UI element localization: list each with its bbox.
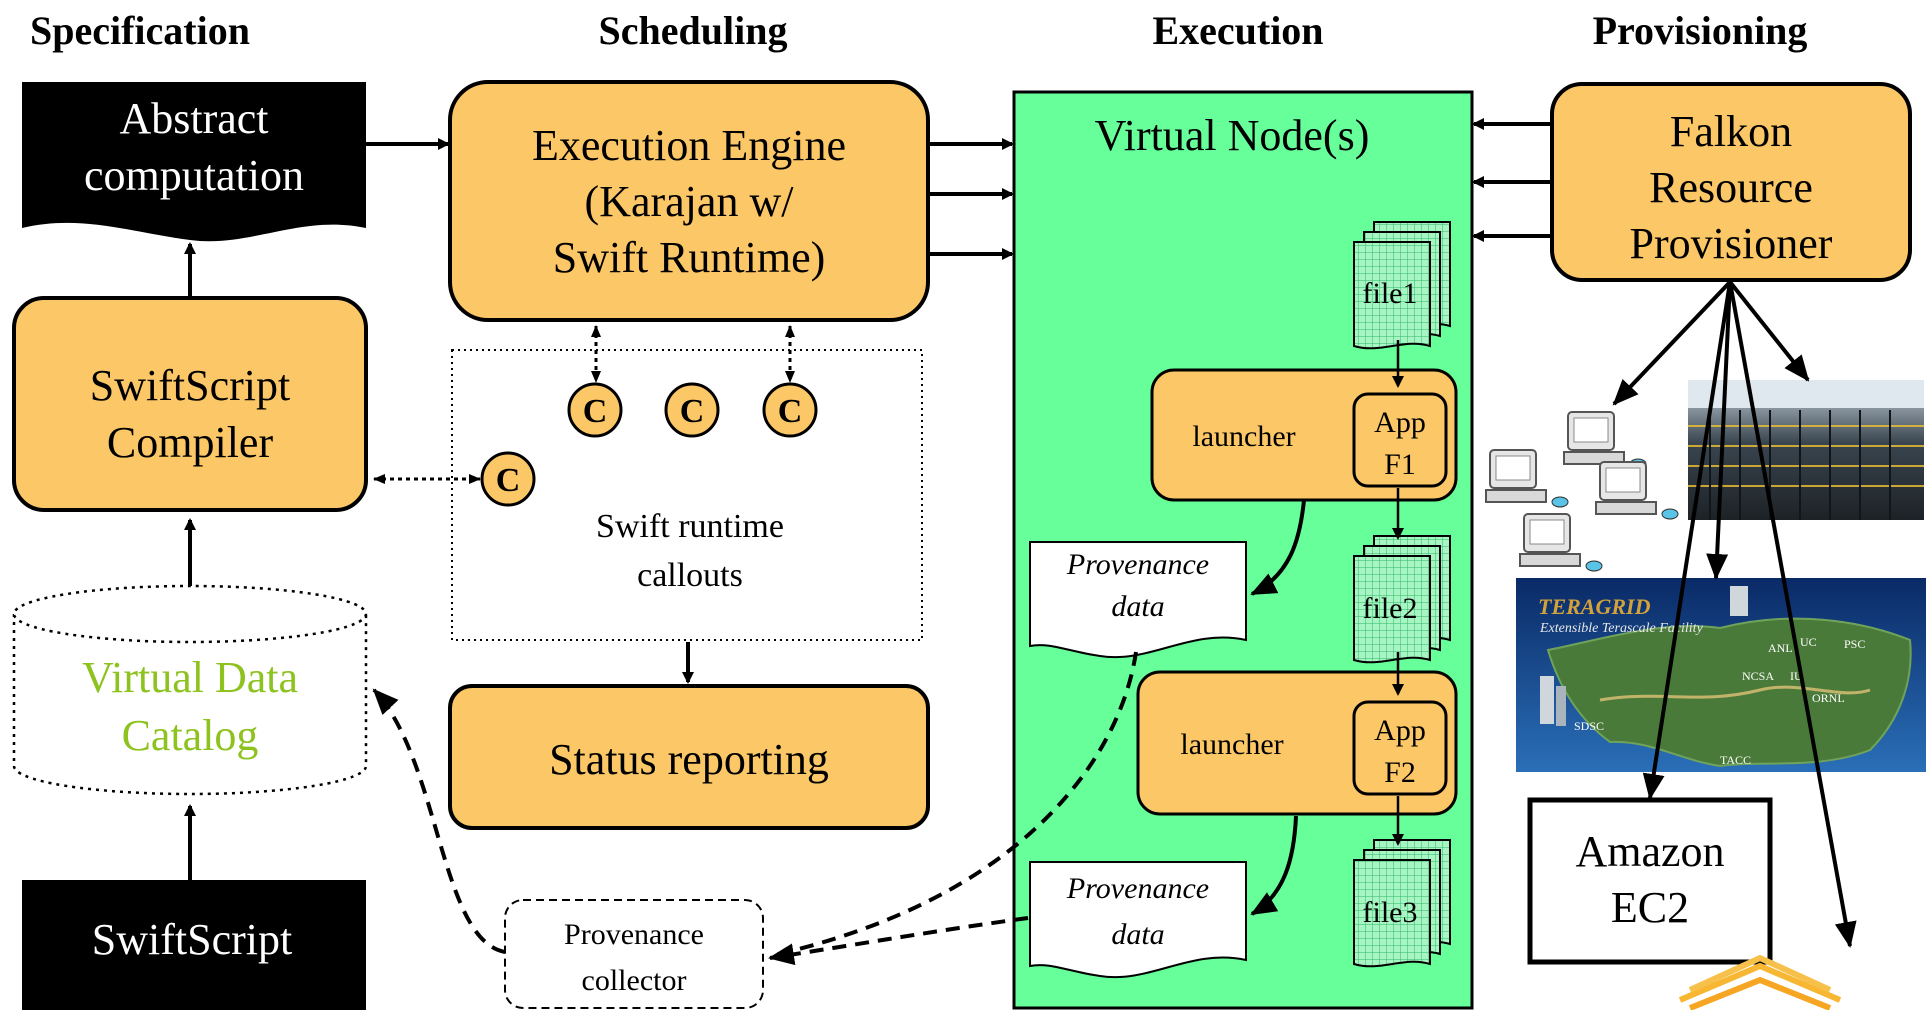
file2-stack: file2 (1353, 535, 1451, 664)
amazon-line2: EC2 (1611, 883, 1689, 932)
header-scheduling: Scheduling (599, 8, 788, 53)
compiler-line2: Compiler (107, 418, 274, 467)
callout-c-2: C (664, 382, 720, 438)
app-f1-box (1352, 392, 1448, 488)
abstract-line2: computation (84, 151, 304, 200)
header-provisioning: Provisioning (1593, 8, 1808, 53)
execution-engine-box: Execution Engine (Karajan w/ Swift Runti… (448, 80, 930, 322)
svg-text:C: C (778, 393, 803, 430)
status-reporting-box: Status reporting (448, 684, 930, 830)
site-ncsa: NCSA (1742, 669, 1774, 683)
file3-label: file3 (1363, 896, 1418, 929)
abstract-computation-doc: Abstract computation (22, 82, 366, 242)
callout-c-1: C (567, 382, 623, 438)
launcher2-to-provenance-arrow (1250, 815, 1298, 916)
falkon-to-amazon-arrow (1642, 281, 1732, 800)
virtual-node-title: Virtual Node(s) (1095, 111, 1370, 160)
site-anl: ANL (1768, 641, 1793, 655)
status-label: Status reporting (549, 735, 829, 784)
collector-to-catalog-arrow (372, 688, 506, 954)
workstation-cluster-image (1485, 411, 1679, 572)
site-psc: PSC (1844, 637, 1865, 651)
falkon-line3: Provisioner (1630, 219, 1833, 268)
falkon-to-datacenter-arrow (1728, 280, 1810, 382)
site-tacc: TACC (1720, 753, 1751, 767)
abstract-line1: Abstract (119, 94, 268, 143)
launcher-1-label: launcher (1192, 420, 1295, 453)
svg-text:C: C (680, 393, 705, 430)
provenance-data-doc-2: Provenance data (1029, 861, 1247, 979)
swiftscript-doc: SwiftScript (22, 880, 366, 1010)
file3-stack: file3 (1353, 839, 1451, 968)
file1-stack: file1 (1353, 221, 1451, 350)
falkon-provisioner-box: Falkon Resource Provisioner (1550, 82, 1912, 282)
engine-line2: (Karajan w/ (585, 177, 795, 226)
header-specification: Specification (30, 8, 250, 53)
svg-text:C: C (496, 462, 521, 499)
collector-line1: Provenance (564, 918, 704, 951)
compiler-line1: SwiftScript (90, 361, 290, 410)
app-f2-box (1352, 700, 1448, 796)
engine-line3: Swift Runtime) (553, 233, 826, 282)
provenance-data-doc-1: Provenance data (1029, 541, 1247, 659)
launcher-2-box: launcher App F2 (1136, 670, 1458, 816)
swiftscript-label: SwiftScript (92, 915, 292, 964)
provenance-1-line2: data (1111, 590, 1164, 623)
app-f2-line2: F2 (1384, 756, 1416, 789)
site-ornl: ORNL (1812, 691, 1845, 705)
launcher-2-label: launcher (1180, 728, 1283, 761)
falkon-line1: Falkon (1670, 107, 1792, 156)
site-sdsc: SDSC (1574, 719, 1604, 733)
datacenter-image (1688, 380, 1924, 520)
falkon-to-workstations-arrow (1612, 280, 1732, 406)
launcher1-to-provenance-arrow (1250, 499, 1306, 596)
callouts-line1: Swift runtime (596, 508, 784, 545)
file1-label: file1 (1363, 277, 1418, 310)
falkon-line2: Resource (1649, 163, 1813, 212)
falkon-to-grid-arrow (1728, 281, 1857, 948)
app-f1-line1: App (1374, 406, 1426, 439)
collector-line2: collector (582, 964, 687, 997)
callouts-line2: callouts (637, 557, 743, 594)
header-execution: Execution (1152, 8, 1323, 53)
swiftscript-compiler-box: SwiftScript Compiler (12, 296, 368, 512)
grid-logo-icon (1678, 954, 1842, 1011)
app-f2-line1: App (1374, 714, 1426, 747)
virtual-data-catalog: Virtual Data Catalog (12, 584, 368, 796)
teragrid-logo-text: TERAGRID (1538, 594, 1651, 619)
catalog-line2: Catalog (122, 711, 259, 760)
provenance-2-line2: data (1111, 918, 1164, 951)
amazon-line1: Amazon (1575, 827, 1724, 876)
provenance1-to-collector-arrow (769, 651, 1138, 958)
catalog-line1: Virtual Data (82, 653, 298, 702)
teragrid-map-image: TERAGRID Extensible Terascale Facility A… (1516, 578, 1926, 772)
app-f1-line2: F1 (1384, 448, 1416, 481)
launcher-1-box: launcher App F1 (1150, 368, 1458, 502)
provenance2-to-collector-arrow (768, 916, 1029, 966)
callout-c-3: C (762, 382, 818, 438)
falkon-to-teragrid-arrow (1706, 281, 1732, 580)
provenance-collector-box: Provenance collector (504, 899, 764, 1009)
provenance-1-line1: Provenance (1066, 548, 1209, 581)
svg-text:C: C (583, 393, 608, 430)
teragrid-subtitle: Extensible Terascale Facility (1539, 621, 1704, 636)
provenance-2-line1: Provenance (1066, 872, 1209, 905)
amazon-ec2-box: Amazon EC2 (1527, 797, 1773, 965)
site-uc: UC (1800, 635, 1817, 649)
callout-c-4: C (480, 451, 536, 507)
engine-line1: Execution Engine (532, 121, 846, 170)
file2-label: file2 (1363, 592, 1418, 625)
callouts-region (451, 349, 923, 641)
